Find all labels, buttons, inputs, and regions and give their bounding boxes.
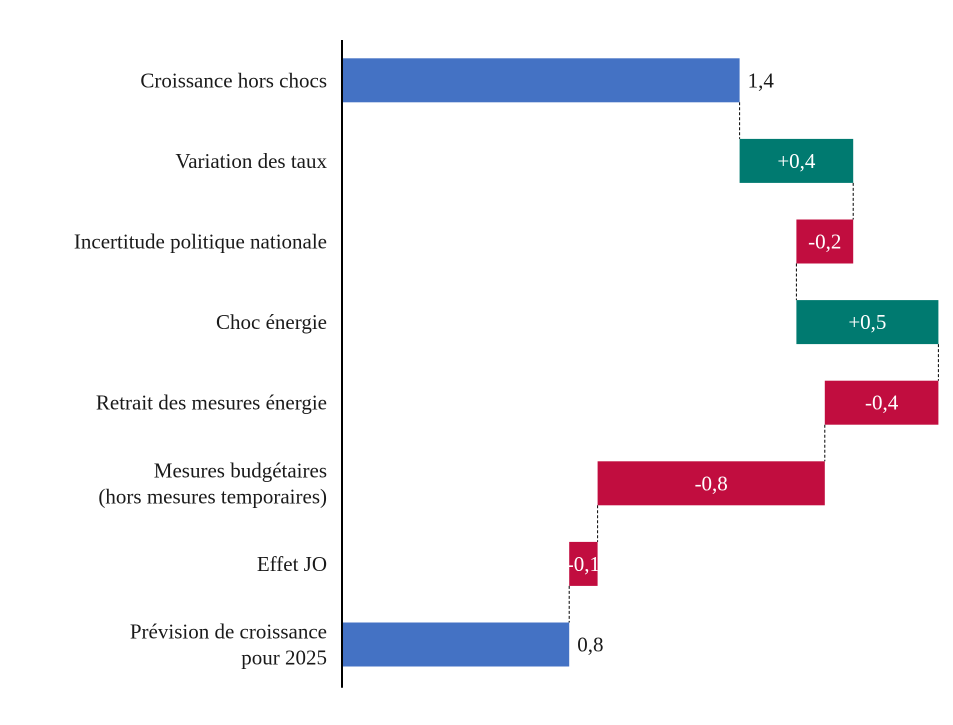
decrease-bar	[597, 461, 825, 506]
category-label: Variation des taux	[175, 149, 327, 173]
value-label: 0,8	[577, 633, 603, 657]
value-label: -0,8	[695, 471, 728, 495]
category-label: Choc énergie	[216, 310, 327, 334]
category-label: Effet JO	[257, 552, 327, 576]
decrease-bar	[569, 541, 598, 586]
value-label: +0,5	[848, 310, 886, 334]
value-label: -0,4	[865, 391, 899, 415]
category-label: Retrait des mesures énergie	[96, 391, 327, 415]
increase-bar	[739, 138, 854, 183]
decrease-bar	[824, 380, 939, 425]
value-label: -0,1	[567, 552, 600, 576]
category-label: Croissance hors chocs	[140, 68, 327, 92]
value-label: 1,4	[748, 68, 775, 92]
bar-group	[342, 58, 939, 667]
value-label: +0,4	[777, 149, 816, 173]
increase-bar	[796, 300, 939, 345]
category-label: Incertitude politique nationale	[74, 230, 327, 254]
total-bar	[342, 622, 570, 667]
value-label: -0,2	[808, 230, 841, 254]
value-label-group: 1,4 +0,4 -0,2 +0,5 -0,4 -0,8 -0,1 0,8	[567, 68, 899, 656]
category-label: Mesures budgétaires(hors mesures tempora…	[98, 458, 327, 508]
decrease-bar	[796, 219, 854, 264]
total-bar	[342, 58, 740, 103]
connector-lines	[568, 102, 939, 623]
